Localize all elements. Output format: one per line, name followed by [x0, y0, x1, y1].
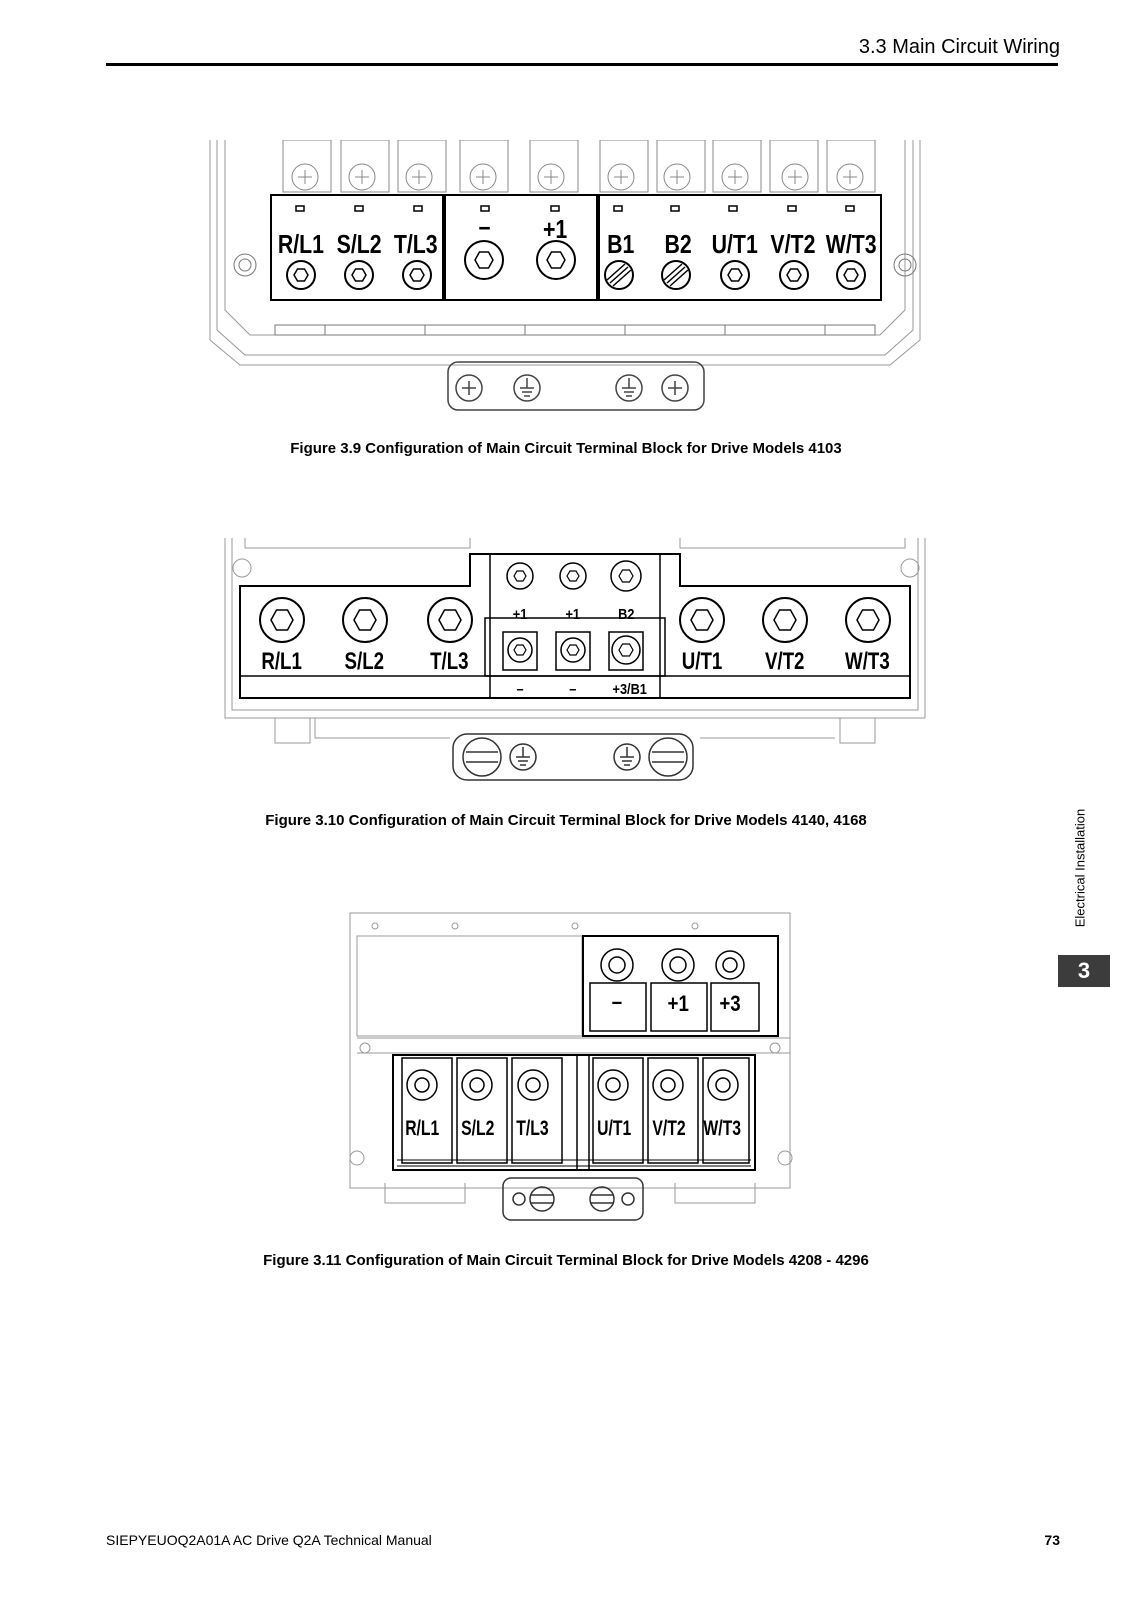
terminal-label: V/T2	[770, 230, 815, 260]
terminal-label: B2	[618, 605, 635, 622]
terminal-label: R/L1	[278, 230, 324, 260]
terminal-label: U/T1	[597, 1116, 631, 1140]
terminal-label: –	[612, 991, 622, 1015]
figure-3-9-diagram: R/L1 S/L2 T/L3 – +1 B1 B2 U/T1 V/T2 W/T3	[209, 140, 921, 411]
terminal-label: U/T1	[712, 230, 758, 260]
terminal-label: –	[517, 680, 524, 697]
terminal-label: B1	[607, 230, 634, 260]
page-number: 73	[1044, 1532, 1060, 1548]
terminal-label: +1	[543, 215, 567, 245]
figure-caption: Figure 3.10 Configuration of Main Circui…	[265, 812, 867, 829]
terminal-label: +1	[513, 605, 528, 622]
terminal-label: V/T2	[765, 648, 805, 675]
terminal-label: T/L3	[430, 648, 468, 675]
terminal-label: W/T3	[845, 648, 890, 675]
terminal-label: R/L1	[405, 1116, 439, 1140]
terminal-label: –	[479, 212, 491, 242]
terminal-label: T/L3	[394, 230, 438, 260]
terminal-label: S/L2	[345, 648, 385, 675]
terminal-label: +1	[668, 993, 689, 1017]
terminal-label: W/T3	[826, 230, 877, 260]
terminal-label: T/L3	[516, 1116, 548, 1140]
header-rule	[106, 63, 1058, 66]
terminal-label: +1	[565, 605, 580, 622]
figure-caption: Figure 3.9 Configuration of Main Circuit…	[290, 440, 842, 457]
terminal-label: +3/B1	[613, 680, 648, 697]
terminal-label: B2	[665, 230, 692, 260]
section-side-label: Electrical Installation	[1072, 808, 1088, 928]
terminal-label: S/L2	[461, 1116, 494, 1140]
terminal-label: +3	[719, 993, 740, 1017]
terminal-label: V/T2	[652, 1116, 685, 1140]
figure-3-10-diagram: R/L1 S/L2 T/L3 U/T1 V/T2 W/T3 +1 +1 B2 –…	[224, 538, 926, 781]
terminal-label: W/T3	[703, 1116, 741, 1140]
figure-caption: Figure 3.11 Configuration of Main Circui…	[263, 1252, 869, 1269]
section-title: 3.3 Main Circuit Wiring	[858, 36, 1060, 58]
terminal-label: S/L2	[337, 230, 382, 260]
terminal-label: R/L1	[261, 648, 302, 675]
figure-3-11-diagram: – +1 +3 R/L1 S/L2 T/L3 U/T1 V/T2 W/T3	[349, 912, 793, 1221]
chapter-tab: 3	[1058, 955, 1110, 987]
terminal-label: U/T1	[682, 648, 723, 675]
footer-manual-title: SIEPYEUOQ2A01A AC Drive Q2A Technical Ma…	[106, 1532, 432, 1548]
terminal-label: –	[569, 680, 576, 697]
